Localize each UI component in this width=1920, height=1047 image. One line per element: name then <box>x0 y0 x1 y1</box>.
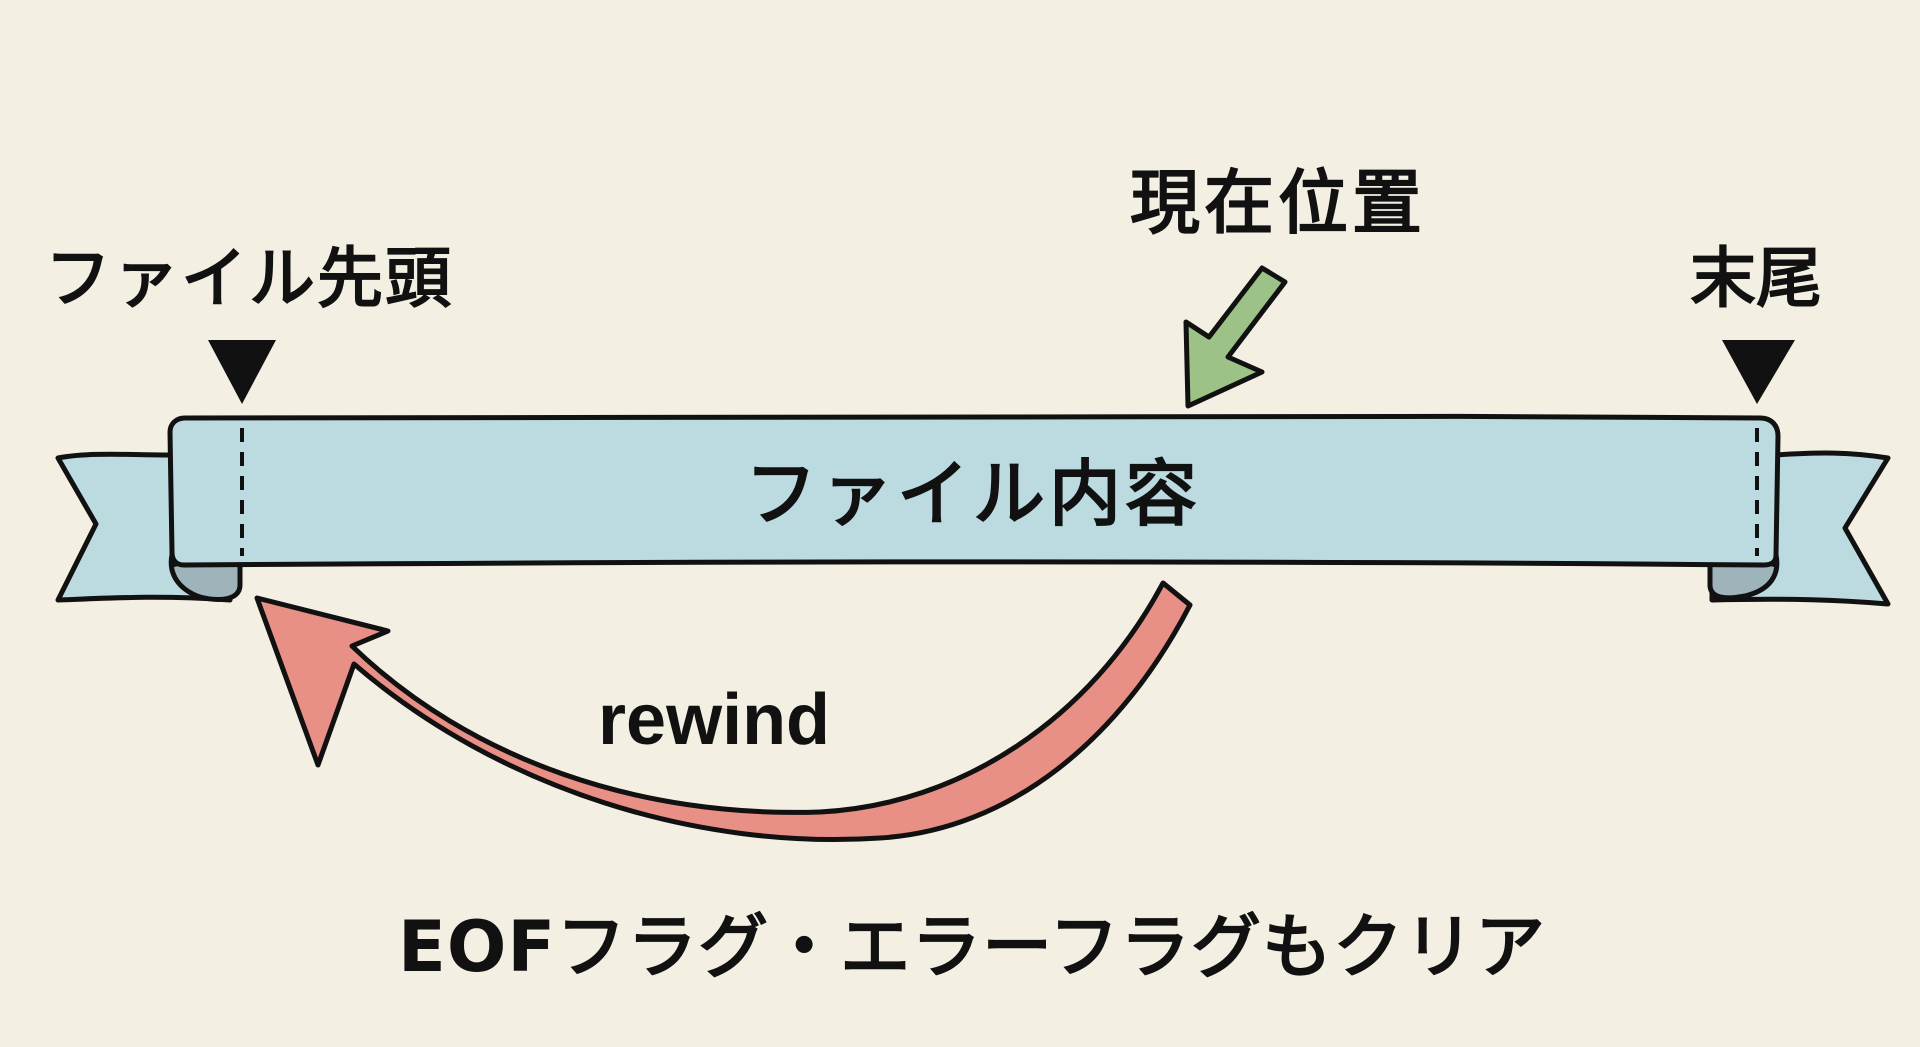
ribbon-band <box>167 413 1781 568</box>
rewind-arrow-icon <box>254 580 1193 843</box>
file-contents-label: ファイル内容 <box>745 452 1202 536</box>
file-end-label: 末尾 <box>1690 240 1822 317</box>
current-position-arrow-icon <box>1183 265 1288 409</box>
file-start-label: ファイル先頭 <box>45 240 453 317</box>
start-marker-triangle-icon <box>208 340 276 404</box>
flags-cleared-note: EOFフラグ・エラーフラグもクリア <box>398 906 1546 988</box>
current-position-label: 現在位置 <box>1130 162 1426 244</box>
end-marker-triangle-icon <box>1722 340 1795 404</box>
rewind-label: rewind <box>598 680 831 760</box>
